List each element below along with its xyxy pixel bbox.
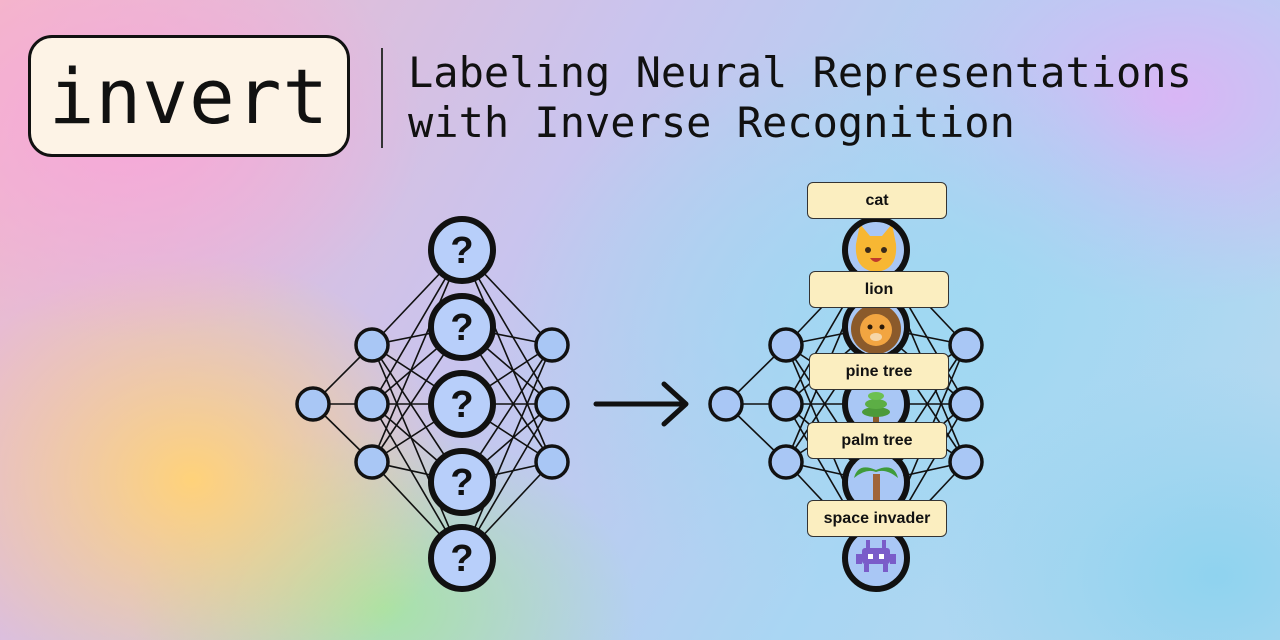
- neuron: [768, 327, 804, 363]
- neuron: [354, 327, 390, 363]
- unknown-neuron: [428, 293, 496, 361]
- question-mark-label: ?: [450, 538, 473, 580]
- right-network-nodes: [708, 216, 984, 592]
- unknown-neuron: [428, 370, 496, 438]
- invert-logo: invert: [28, 35, 350, 157]
- labeled-neuron: [842, 216, 910, 284]
- left-edge: [461, 249, 553, 463]
- question-mark-label: ?: [450, 230, 473, 272]
- lion-face-icon: [848, 299, 904, 355]
- left-edge: [461, 344, 553, 559]
- neuron: [708, 386, 744, 422]
- neuron: [948, 444, 984, 480]
- left-network-nodes: ?????: [295, 216, 570, 592]
- neuron: [534, 386, 570, 422]
- unknown-neuron: [428, 216, 496, 284]
- logo-text: invert: [48, 51, 330, 141]
- neuron: [534, 444, 570, 480]
- concept-label: lion: [809, 271, 949, 308]
- question-mark-label: ?: [450, 307, 473, 349]
- title-divider: [381, 48, 383, 148]
- neuron: [354, 444, 390, 480]
- space-invader-icon: [848, 530, 904, 586]
- concept-label: space invader: [807, 500, 947, 537]
- unknown-neuron: [428, 524, 496, 592]
- title-line-2: with Inverse Recognition: [408, 98, 1015, 147]
- question-mark-label: ?: [450, 384, 473, 426]
- question-mark-label: ?: [450, 462, 473, 504]
- title-line-1: Labeling Neural Representations: [408, 48, 1192, 97]
- concept-label: pine tree: [809, 353, 949, 390]
- neuron: [534, 327, 570, 363]
- palm-tree-icon: [848, 454, 904, 510]
- neuron: [295, 386, 331, 422]
- neuron: [768, 386, 804, 422]
- neuron: [948, 327, 984, 363]
- cat-face-icon: [848, 222, 904, 278]
- concept-label: cat: [807, 182, 947, 219]
- arrow-icon: [593, 381, 689, 427]
- neuron: [768, 444, 804, 480]
- concept-label: palm tree: [807, 422, 947, 459]
- neuron: [948, 386, 984, 422]
- page-title: Labeling Neural Representations with Inv…: [408, 48, 1268, 148]
- unknown-neuron: [428, 448, 496, 516]
- left-edge: [371, 344, 463, 559]
- left-edge: [371, 249, 463, 463]
- pine-tree-icon: [848, 376, 904, 432]
- labeled-neuron: [842, 524, 910, 592]
- neuron: [354, 386, 390, 422]
